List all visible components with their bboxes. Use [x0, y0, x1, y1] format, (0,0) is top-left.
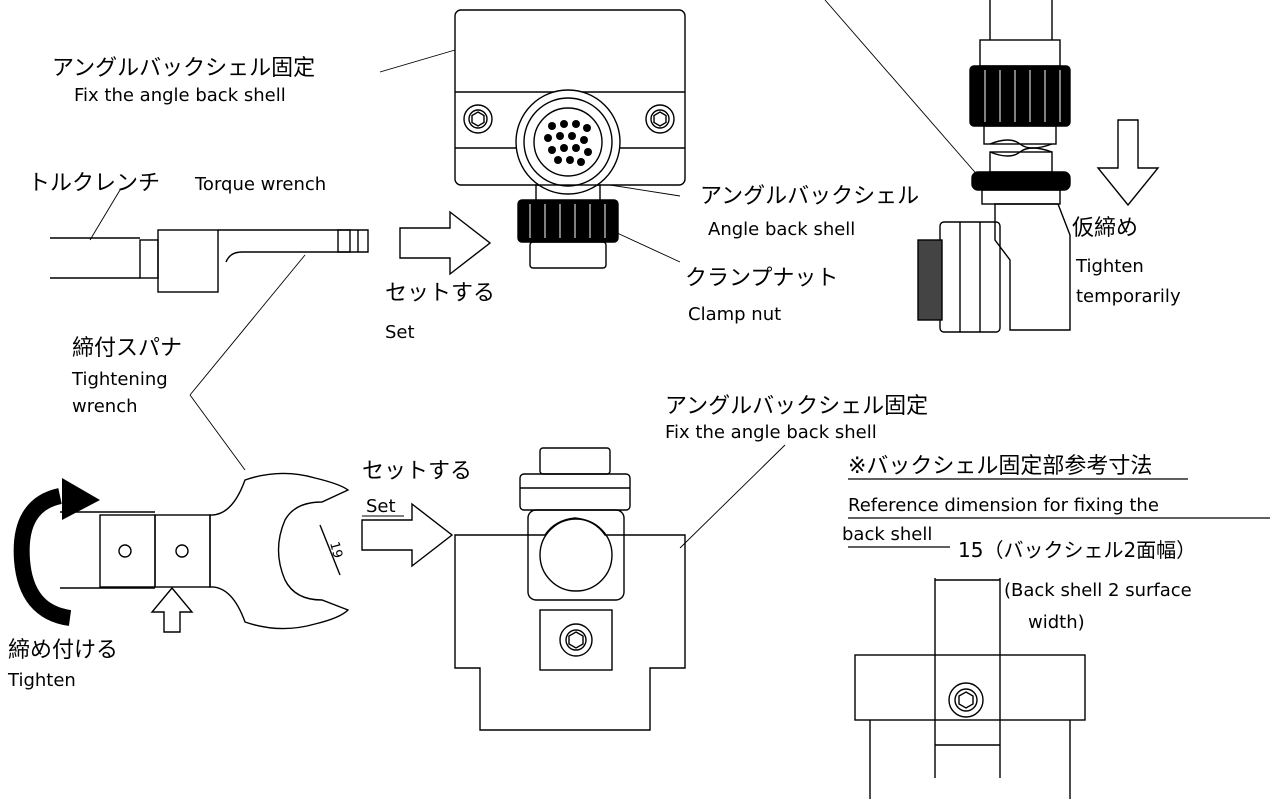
right-arrow-icon [399, 210, 492, 276]
ref-jp: ※バックシェル固定部参考寸法 [848, 454, 1152, 479]
temp-en2: temporarily [1076, 286, 1181, 307]
spanner-en2: wrench [72, 396, 138, 417]
torque-jp: トルクレンチ [28, 171, 160, 196]
fix-mid-jp: アングルバックシェル固定 [665, 394, 928, 419]
set1-jp: セットする [385, 281, 495, 306]
ref-en2: back shell [842, 524, 932, 545]
hex-screw-icon [463, 104, 493, 134]
right-arrow-icon [361, 502, 454, 568]
fix-top-jp: アングルバックシェル固定 [52, 56, 315, 81]
tighten-en: Tighten [7, 670, 76, 691]
set2-en: Set [366, 496, 396, 517]
hex-screw-icon [948, 682, 984, 718]
fix-top-en: Fix the angle back shell [74, 85, 286, 106]
angle-en: Angle back shell [708, 219, 855, 240]
clamp-nut-top [517, 199, 619, 243]
down-arrow-icon [1096, 119, 1160, 207]
connector-block-bottom [454, 447, 686, 731]
ref-en1: Reference dimension for fixing the [848, 495, 1159, 516]
set2-jp: セットする [362, 459, 472, 484]
tighten-jp: 締め付ける [8, 638, 118, 663]
fix-mid-en: Fix the angle back shell [665, 422, 877, 443]
connector-block-top [454, 9, 686, 269]
tightening-spanner [60, 472, 350, 630]
hex-screw-icon [645, 104, 675, 134]
set1-en: Set [385, 322, 415, 343]
clamp-jp: クランプナット [685, 266, 838, 291]
spanner-en1: Tightening [71, 369, 168, 390]
reference-dimension-block [854, 578, 1086, 799]
torque-en: Torque wrench [194, 174, 326, 195]
connector-face-icon [515, 89, 621, 195]
spanner-jp: 締付スパナ [72, 336, 182, 361]
hex-screw-icon [559, 623, 593, 657]
up-arrow-icon [150, 586, 194, 633]
dim15-en1: (Back shell 2 surface [1004, 580, 1192, 601]
leader-lines [89, 0, 981, 549]
temp-en1: Tighten [1075, 256, 1144, 277]
clamp-en: Clamp nut [688, 304, 781, 325]
angle-back-shell-right [917, 0, 1071, 333]
dim15-en2: width) [1028, 612, 1085, 633]
temp-jp: 仮締め [1072, 216, 1138, 241]
dim-19: 19 [326, 540, 345, 560]
torque-wrench [50, 229, 369, 293]
rotate-arrow-icon [13, 488, 72, 626]
angle-jp: アングルバックシェル [700, 184, 919, 209]
dim15-jp: 15（バックシェル2面幅） [958, 538, 1196, 562]
